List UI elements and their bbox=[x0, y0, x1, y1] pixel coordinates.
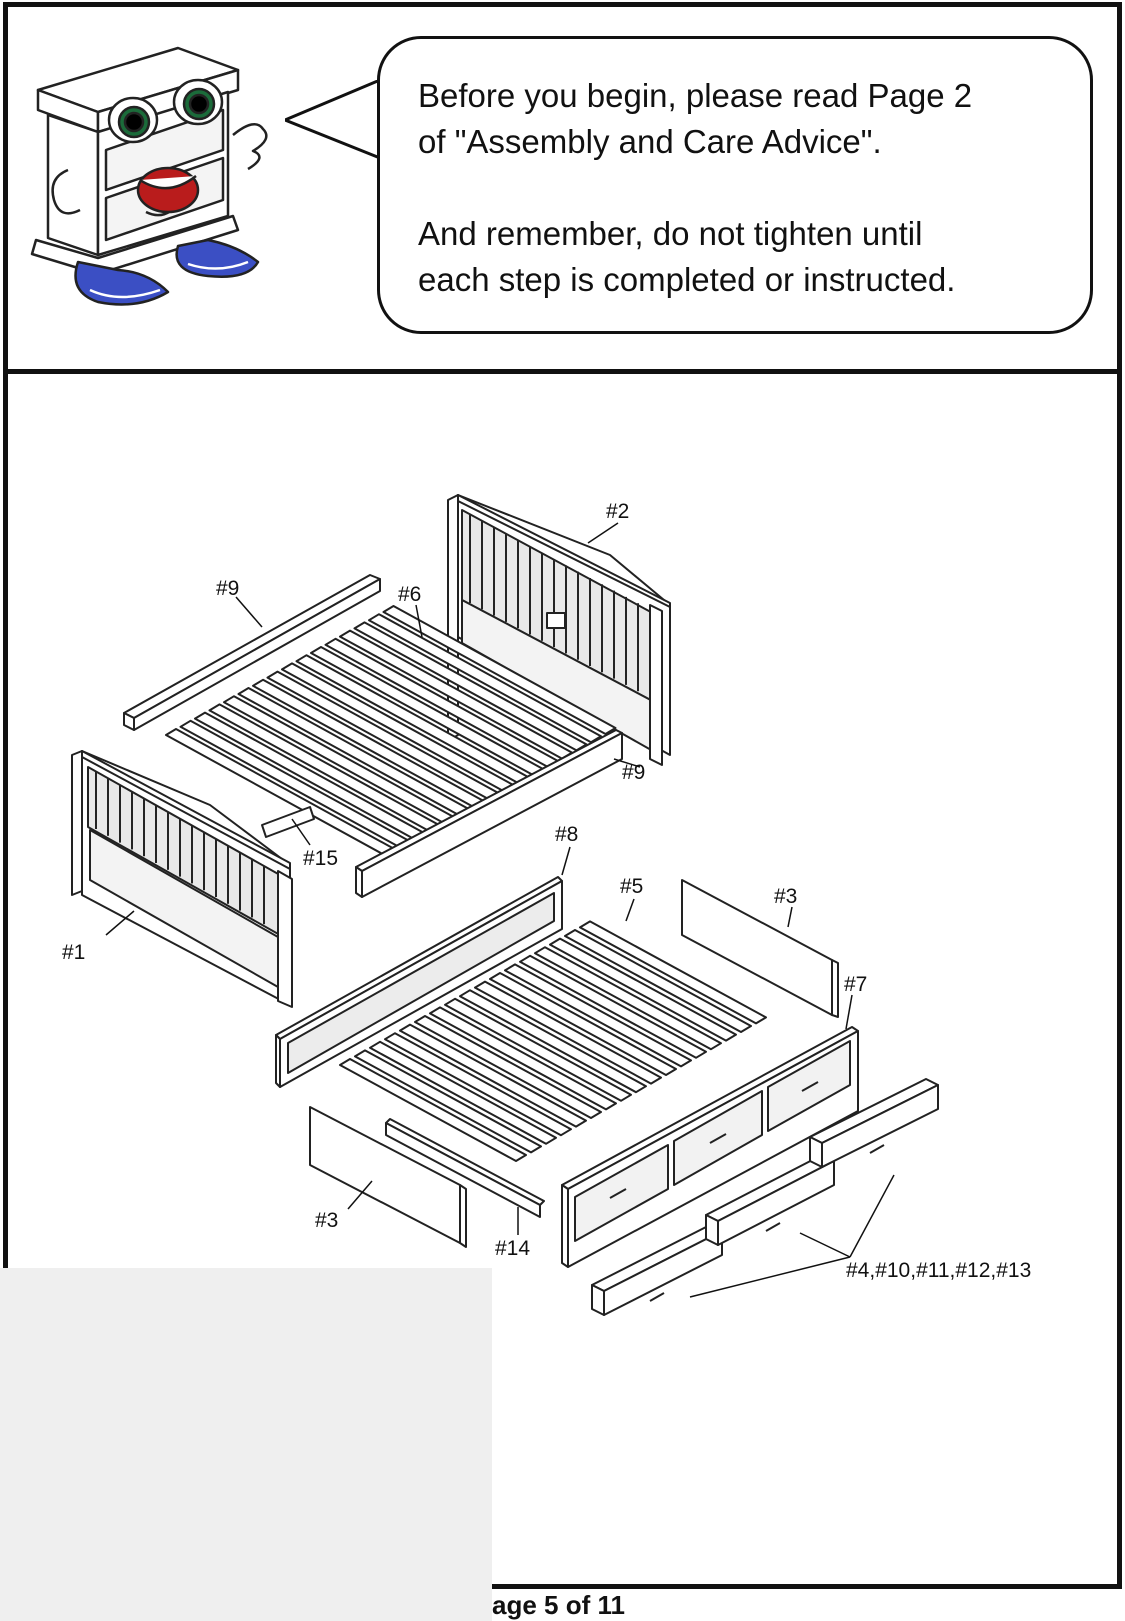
slat bbox=[444, 997, 632, 1102]
diagram-panel bbox=[3, 369, 1122, 1589]
speech-bubble-tail bbox=[285, 80, 385, 160]
side-panel-right-part bbox=[681, 879, 839, 1018]
label-center-support: #15 bbox=[303, 847, 338, 870]
slat bbox=[429, 1006, 617, 1111]
label-drawer-front-panel: #7 bbox=[844, 973, 867, 996]
slat bbox=[489, 972, 677, 1076]
trundle-back-part bbox=[275, 876, 563, 1088]
notice-line-2: of "Assembly and Care Advice". bbox=[418, 123, 882, 160]
headboard-part bbox=[447, 494, 671, 766]
label-slats-top: #6 bbox=[398, 583, 421, 606]
slat bbox=[579, 920, 767, 1025]
slat bbox=[339, 1058, 527, 1162]
blank-overlay bbox=[0, 1268, 492, 1621]
notice-line-4: each step is completed or instructed. bbox=[418, 261, 956, 298]
page-number: age 5 of 11 bbox=[492, 1590, 625, 1620]
label-drawers: #4,#10,#11,#12,#13 bbox=[846, 1259, 1031, 1282]
slat bbox=[369, 1040, 557, 1145]
center-support-part bbox=[261, 806, 315, 838]
notice-text: Before you begin, please read Page 2 of … bbox=[418, 73, 1078, 303]
slat bbox=[459, 989, 647, 1094]
nightstand-mascot-icon bbox=[30, 46, 268, 306]
label-trundle-rail: #14 bbox=[495, 1237, 530, 1260]
slat bbox=[414, 1015, 602, 1119]
side-rail-front-part bbox=[355, 729, 623, 898]
slat bbox=[353, 621, 588, 752]
drawer-front-panel-part bbox=[561, 1026, 859, 1268]
label-rail-front: #9 bbox=[622, 761, 645, 784]
speech-bubble: Before you begin, please read Page 2 of … bbox=[377, 36, 1093, 334]
slat bbox=[534, 946, 722, 1051]
slat bbox=[474, 980, 662, 1085]
trundle-slats-part bbox=[339, 920, 767, 1162]
side-rail-back-part bbox=[123, 574, 381, 731]
notice-line-3: And remember, do not tighten until bbox=[418, 215, 923, 252]
slat bbox=[564, 929, 752, 1033]
slat bbox=[504, 963, 692, 1068]
slat bbox=[368, 613, 602, 744]
label-side-panel-left: #3 bbox=[315, 1209, 338, 1232]
label-trundle-back: #8 bbox=[555, 823, 578, 846]
slat bbox=[354, 1049, 542, 1154]
label-rail-back: #9 bbox=[216, 577, 239, 600]
slat bbox=[399, 1023, 587, 1128]
label-side-panel-right: #3 bbox=[774, 885, 797, 908]
label-headboard: #2 bbox=[606, 500, 629, 523]
label-trundle-slats: #5 bbox=[620, 875, 643, 898]
drawer-parts bbox=[591, 1078, 939, 1316]
slat bbox=[382, 605, 617, 735]
slat bbox=[549, 937, 737, 1042]
side-panel-left-part bbox=[309, 1106, 467, 1248]
footboard-part bbox=[71, 750, 293, 1008]
label-footboard: #1 bbox=[62, 941, 85, 964]
exploded-parts-diagram: #2 #9 #6 #9 #15 #1 #8 #5 #3 #7 #3 #14 #4… bbox=[62, 494, 1031, 1316]
notice-line-1: Before you begin, please read Page 2 bbox=[418, 77, 973, 114]
slat bbox=[519, 954, 707, 1059]
trundle-rail-part bbox=[385, 1118, 545, 1218]
slat bbox=[384, 1032, 572, 1137]
